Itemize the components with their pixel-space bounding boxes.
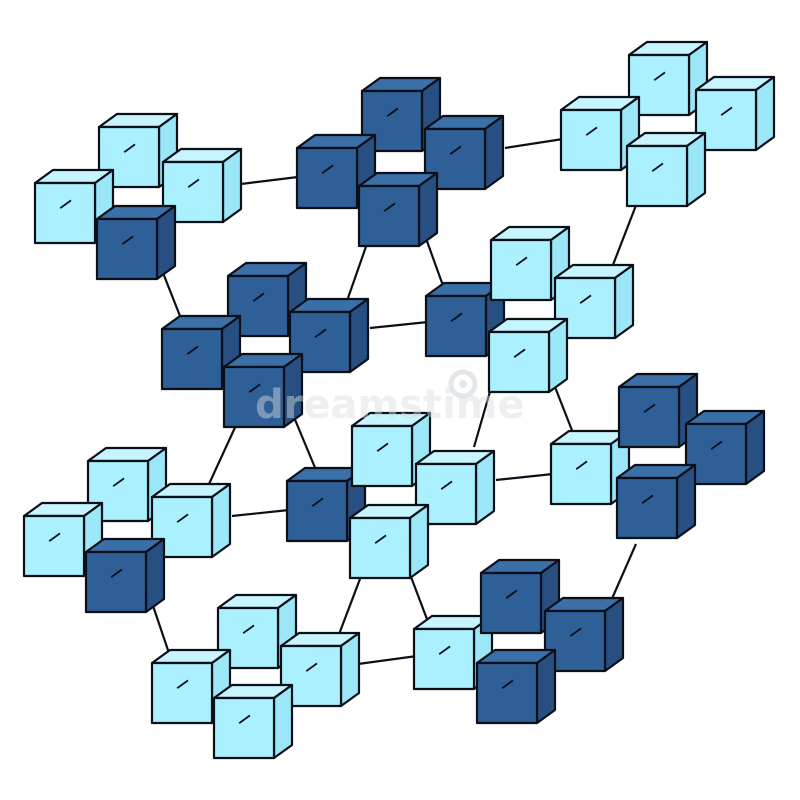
dark-cube xyxy=(295,133,377,210)
cube-clusters xyxy=(22,40,776,760)
network-link xyxy=(504,137,564,150)
dark-cube xyxy=(357,171,439,248)
light-cube xyxy=(489,225,571,302)
cube-cluster-g3 xyxy=(559,40,776,208)
cube-cluster-g5 xyxy=(424,225,635,394)
dark-cube xyxy=(475,648,557,725)
light-cube xyxy=(625,131,707,208)
network-link xyxy=(208,420,239,485)
dark-cube xyxy=(288,297,370,374)
dark-cube xyxy=(423,114,505,191)
network-link xyxy=(240,175,299,186)
dark-cube xyxy=(226,261,308,338)
light-cube xyxy=(412,614,494,691)
network-link xyxy=(357,654,418,666)
cube-cluster-g7 xyxy=(285,411,496,580)
cube-cluster-g2 xyxy=(295,76,505,248)
light-cube xyxy=(694,75,776,152)
dark-cube xyxy=(684,409,766,486)
dark-cube xyxy=(84,537,166,614)
network-link xyxy=(231,508,290,518)
light-cube xyxy=(487,317,569,394)
network-link xyxy=(495,472,554,482)
cube-cluster-g1 xyxy=(33,112,243,281)
network-link xyxy=(336,570,365,638)
dark-cube xyxy=(615,463,697,540)
light-cube xyxy=(414,449,496,526)
light-cube xyxy=(161,147,243,224)
dark-cube xyxy=(95,204,177,281)
dark-cube xyxy=(360,76,442,153)
light-cube xyxy=(150,482,232,559)
cube-cluster-g9 xyxy=(150,593,361,760)
light-cube xyxy=(348,503,430,580)
light-cube xyxy=(279,631,361,708)
dark-cube xyxy=(543,596,625,673)
cube-cluster-g4 xyxy=(160,261,370,429)
network-link xyxy=(609,194,642,271)
light-cube xyxy=(559,95,641,172)
light-cube xyxy=(553,263,635,340)
cube-cluster-g10 xyxy=(412,558,625,725)
cube-cluster-g6 xyxy=(22,446,232,614)
light-cube xyxy=(212,683,294,760)
dark-cube xyxy=(222,352,304,429)
network-link xyxy=(369,320,429,330)
cube-cluster-g8 xyxy=(549,372,766,540)
